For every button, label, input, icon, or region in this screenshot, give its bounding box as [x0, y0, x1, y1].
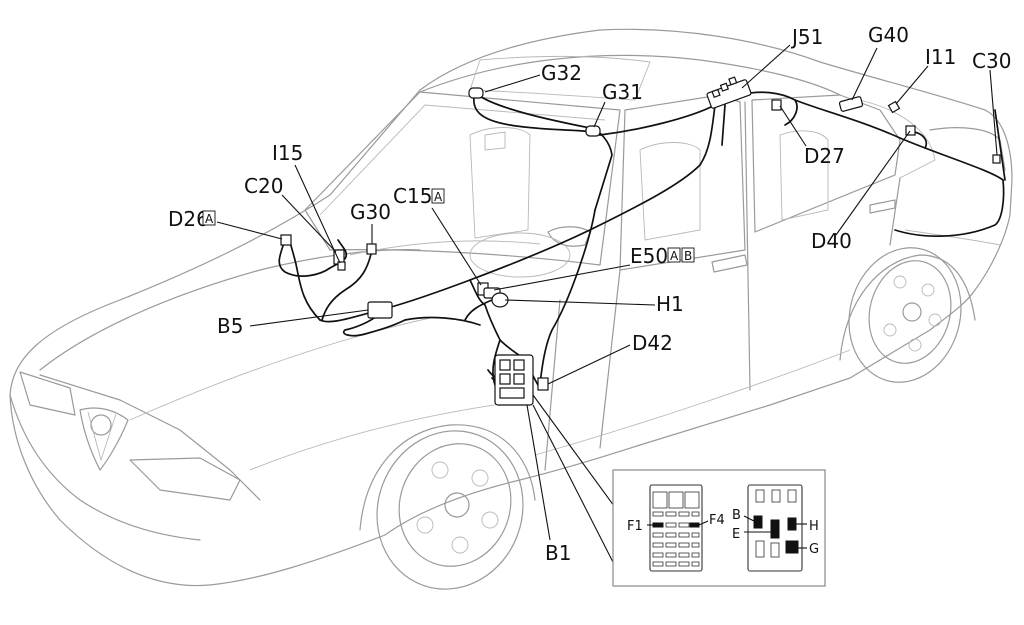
label-d27: D27: [804, 144, 845, 168]
label-d26-box: A: [205, 212, 214, 226]
label-h1: H1: [656, 292, 684, 316]
label-d40: D40: [811, 229, 852, 253]
label-i11: I11: [925, 45, 956, 69]
label-d42: D42: [632, 331, 673, 355]
front-wheel: [376, 430, 524, 590]
label-e50: E50: [630, 244, 668, 268]
label-d26: D26: [168, 207, 209, 231]
label-c15: C15: [393, 184, 432, 208]
fuse-box-inset: F1 F4 B E H G: [612, 469, 826, 587]
inset-label-f4: F4: [709, 513, 725, 528]
b1-fuse-box: [494, 354, 534, 406]
label-c15-box: A: [434, 190, 443, 204]
label-c30: C30: [972, 49, 1011, 73]
relay-panel: [747, 484, 803, 572]
label-b5: B5: [217, 314, 243, 338]
label-g31: G31: [602, 80, 643, 104]
label-g40: G40: [868, 23, 909, 47]
label-c20: C20: [244, 174, 283, 198]
inset-label-h: H: [809, 519, 819, 534]
label-e50-box-a: A: [670, 249, 679, 263]
inset-label-e: E: [732, 527, 740, 542]
j51-connector-block: [706, 76, 752, 109]
label-j51: J51: [790, 25, 823, 49]
fuse-panel: [649, 484, 703, 572]
inset-label-g: G: [809, 542, 819, 557]
leader-lines: [216, 44, 998, 571]
labels: J51 G40 I11 C30 G32 G31 I15 C20 D27 C15 …: [168, 23, 1011, 565]
inset-label-b: B: [732, 508, 741, 523]
label-g32: G32: [541, 61, 582, 85]
label-b1: B1: [545, 541, 571, 565]
rear-wheel: [848, 247, 962, 383]
label-g30: G30: [350, 200, 391, 224]
inset-label-f1: F1: [627, 519, 643, 534]
car-outline: [9, 28, 1013, 587]
label-e50-box-b: B: [684, 249, 692, 263]
label-i15: I15: [272, 141, 303, 165]
